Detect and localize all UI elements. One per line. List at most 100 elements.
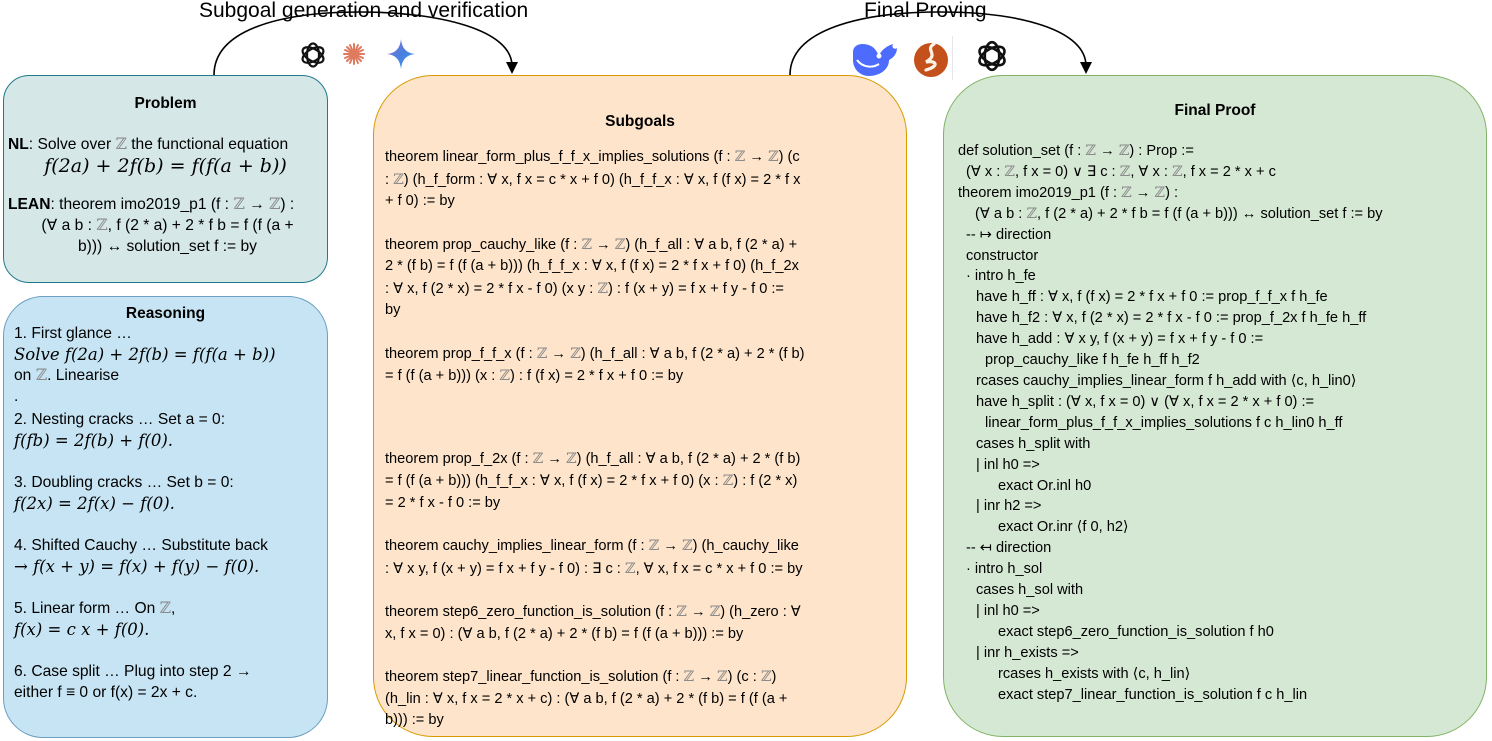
proof-line: prop_cauchy_like f h_fe h_ff h_f2 [985, 352, 1200, 369]
proof-line: have h_ff : ∀ x, f (f x) = 2 * f x + f 0… [976, 289, 1328, 306]
integers-symbol: ℤ [1119, 162, 1131, 180]
lean-line: b))) ↔ solution_set f := by [78, 238, 257, 255]
integers-symbol: ℤ [566, 449, 577, 467]
subgoal-line: : ℤ) (h_f_form : ∀ x, f x = c * x + f 0)… [385, 170, 801, 188]
step-line: Solve f(2a) + 2f(b) = f(f(a + b)) [14, 345, 276, 364]
openai-logo-icon [978, 40, 1006, 72]
subgoal-line: theorem step7_linear_function_is_solutio… [385, 668, 777, 685]
subgoal-item: theorem prop_f_2x (f : ℤ → ℤ) (h_f_all :… [385, 448, 898, 515]
step-head: 6. Case split … Plug into step 2 → [14, 663, 252, 680]
reasoning-box: Reasoning 1. First glance … Solve f(2a) … [3, 296, 328, 738]
subgoal-line: theorem prop_f_f_x (f : ℤ → ℤ) (h_f_all … [385, 344, 805, 362]
step-line: → f(x + y) = f(x) + f(y) − f(0). [14, 557, 260, 576]
reasoning-step: 5. Linear form … On ℤ, f(x) = c x + f(0)… [14, 598, 327, 640]
integers-symbol: ℤ [115, 135, 127, 153]
subgoal-line: theorem prop_cauchy_like (f : ℤ → ℤ) (h_… [385, 235, 798, 253]
integers-symbol: ℤ [1154, 183, 1166, 201]
integers-symbol: ℤ [159, 599, 171, 617]
arrow-final-proving [789, 11, 1087, 76]
reasoning-step: 6. Case split … Plug into step 2 → eithe… [14, 661, 327, 703]
subgoal-line: by [385, 302, 401, 318]
subgoal-line: 2 * (f b) = f (f (a + b))) (h_f_f_x : ∀ … [385, 258, 799, 274]
proof-line: -- ↤ direction [966, 540, 1052, 557]
problem-title: Problem [134, 95, 197, 112]
integers-symbol: ℤ [683, 668, 695, 685]
proof-line: | inr h2 => [976, 498, 1042, 515]
subgoal-line: theorem step6_zero_function_is_solution … [385, 603, 801, 620]
integers-symbol: ℤ [393, 170, 404, 188]
step-line: . [14, 388, 19, 405]
proof-line: have h_f2 : ∀ x, f (2 * x) = 2 * f x - f… [976, 310, 1367, 327]
final-proof-code: def solution_set (f : ℤ → ℤ) : Prop := (… [944, 141, 1486, 705]
integers-symbol: ℤ [233, 195, 245, 213]
subgoal-line: : ∀ x y, f (x + y) = f x + f y - f 0) : … [385, 559, 803, 577]
reasoning-title: Reasoning [125, 305, 206, 322]
subgoal-line: theorem linear_form_plus_f_f_x_implies_s… [385, 148, 800, 165]
step-head: 3. Doubling cracks … Set b = 0: [14, 474, 234, 491]
proof-line: exact Or.inl h0 [998, 477, 1092, 494]
reasoning-steps: 1. First glance … Solve f(2a) + 2f(b) = … [4, 323, 327, 703]
integers-symbol: ℤ [760, 668, 772, 685]
step-head: 1. First glance … [14, 325, 132, 342]
problem-box: Problem NL: Solve over ℤ the functional … [3, 75, 328, 283]
subgoal-line: = f (f (a + b))) (h_f_f_x : ∀ x, f (f x)… [385, 472, 798, 489]
arrowhead-icon [506, 62, 518, 74]
step-line: f(2x) = 2f(x) − f(0). [14, 494, 175, 513]
subgoal-item: theorem linear_form_plus_f_f_x_implies_s… [385, 146, 898, 213]
integers-symbol: ℤ [1026, 204, 1038, 222]
subgoal-item: theorem step6_zero_function_is_solution … [385, 601, 898, 645]
nl-equation: f(2a) + 2f(b) = f(f(a + b)) [44, 155, 287, 177]
integers-symbol: ℤ [536, 344, 548, 362]
proof-line: (∀ x : ℤ, f x = 0) ∨ ∃ c : ℤ, ∀ x : ℤ, f… [966, 162, 1276, 180]
gemini-logo-icon [387, 39, 415, 69]
proof-line: (∀ a b : ℤ, f (2 * a) + 2 * f b = f (f (… [975, 204, 1383, 222]
integers-symbol: ℤ [581, 235, 592, 253]
subgoals-title: Subgoals [605, 113, 675, 130]
proof-line: have h_split : (∀ x, f x = 0) ∨ (∀ x, f … [976, 393, 1315, 410]
integers-symbol: ℤ [681, 537, 693, 554]
proof-line: def solution_set (f : ℤ → ℤ) : Prop := [958, 142, 1194, 159]
step-line: on ℤ. Linearise [14, 366, 120, 384]
arrowhead-icon [1080, 62, 1092, 74]
proof-line: exact Or.inr ⟨f 0, h2⟩ [998, 519, 1129, 536]
subgoal-line: + f 0) := by [385, 193, 455, 209]
subgoal-item: theorem step7_linear_function_is_solutio… [385, 666, 898, 732]
nl-text: : Solve over ℤ the functional equation [28, 135, 289, 153]
stage-label-final-proving: Final Proving [864, 0, 987, 22]
icon-separator [952, 36, 953, 80]
subgoal-item: theorem cauchy_implies_linear_form (f : … [385, 535, 898, 580]
step-head: 4. Shifted Cauchy … Substitute back [14, 537, 268, 554]
integers-symbol: ℤ [570, 344, 581, 362]
openai-logo-icon [301, 42, 325, 68]
arrow-subgoal-generation [213, 11, 513, 76]
subgoal-line: theorem prop_f_2x (f : ℤ → ℤ) (h_f_all :… [385, 449, 801, 467]
subgoal-line: = f (f (a + b))) (x : ℤ) : f (f x) = 2 *… [385, 367, 684, 384]
subgoal-item: theorem prop_cauchy_like (f : ℤ → ℤ) (h_… [385, 234, 898, 322]
integers-symbol: ℤ [624, 559, 636, 577]
proof-line: exact step6_zero_function_is_solution f … [998, 623, 1274, 640]
proof-line: constructor [966, 247, 1039, 264]
proof-line: · intro h_sol [966, 561, 1043, 578]
subgoal-line: (h_lin : ∀ x, f x = 2 * x + c) : (∀ a b,… [385, 690, 788, 707]
final-proof-box: Final Proof def solution_set (f : ℤ → ℤ)… [943, 75, 1487, 737]
step-head: 2. Nesting cracks … Set a = 0: [14, 411, 226, 428]
subgoal-line: theorem cauchy_implies_linear_form (f : … [385, 537, 799, 554]
proof-line: theorem imo2019_p1 (f : ℤ → ℤ) : [958, 183, 1179, 201]
proof-line: rcases cauchy_implies_linear_form f h_ad… [976, 372, 1357, 389]
subgoals-box: Subgoals theorem linear_form_plus_f_f_x_… [373, 75, 907, 737]
subgoals-list: theorem linear_form_plus_f_f_x_implies_s… [374, 146, 906, 732]
proof-line: | inl h0 => [976, 602, 1040, 619]
lean-label: LEAN [8, 196, 51, 213]
proof-line: have h_add : ∀ x y, f (x + y) = f x + f … [976, 331, 1264, 348]
nl-label: NL [8, 136, 29, 153]
stage-label-subgoal-generation: Subgoal generation and verification [199, 0, 529, 22]
subgoal-line: b))) := by [385, 712, 444, 728]
claude-logo-icon [343, 43, 365, 65]
integers-symbol: ℤ [35, 366, 48, 384]
reasoning-step: 3. Doubling cracks … Set b = 0: f(2x) = … [14, 472, 327, 514]
subgoal-line: = 2 * f x - f 0 := by [385, 494, 501, 511]
proof-line: · intro h_fe [966, 268, 1036, 285]
kimina-logo-icon [914, 42, 948, 77]
integers-symbol: ℤ [96, 216, 108, 234]
